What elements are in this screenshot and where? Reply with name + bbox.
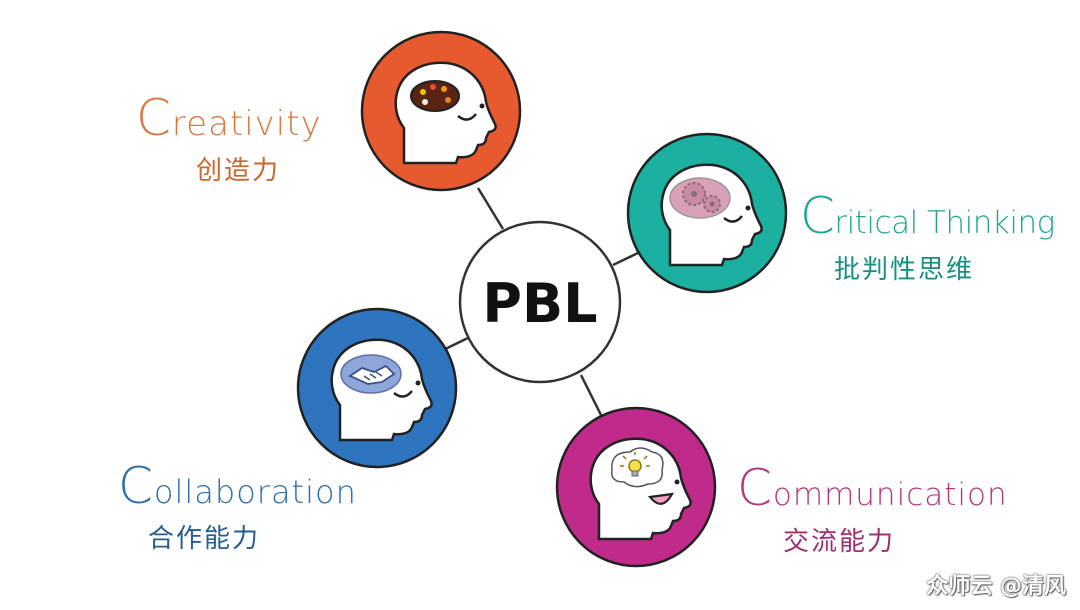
handshake-icon — [340, 354, 402, 394]
lightbulb-icon — [611, 447, 664, 488]
label-zh: 创造力 — [196, 156, 281, 186]
palette-icon — [410, 80, 460, 112]
label-collaboration: Collaboration 合作能力 — [118, 457, 357, 555]
center-label: PBL — [482, 272, 597, 335]
label-zh: 批判性思维 — [834, 255, 975, 285]
gears-icon — [669, 177, 731, 219]
node-collaboration — [296, 307, 458, 469]
eye-icon — [479, 103, 485, 109]
connector-communication — [579, 374, 603, 416]
label-zh: 合作能力 — [148, 524, 261, 554]
label-creativity: Creativity 创造力 — [136, 89, 322, 187]
node-communication — [555, 406, 717, 568]
connector-creativity — [476, 187, 505, 230]
smile-icon — [723, 215, 743, 223]
label-communication: Communication 交流能力 — [737, 459, 1008, 558]
label-en: Communication — [737, 459, 1008, 517]
label-en: Creativity — [136, 89, 322, 147]
smile-icon — [457, 113, 477, 121]
node-creativity — [360, 30, 522, 192]
label-en: Critical Thinking — [800, 187, 1055, 245]
label-en: Collaboration — [118, 457, 357, 515]
eye-icon — [415, 380, 421, 386]
watermark-text: 众师云 @清风 — [926, 574, 1066, 599]
node-critical-thinking — [626, 132, 788, 294]
eye-icon — [674, 479, 680, 485]
label-critical-thinking: Critical Thinking 批判性思维 — [800, 187, 1055, 286]
eye-icon — [745, 205, 751, 211]
center-circle — [458, 220, 622, 384]
label-zh: 交流能力 — [783, 527, 896, 557]
smile-icon — [647, 492, 675, 505]
connector-critical-thinking — [612, 250, 641, 267]
smile-icon — [393, 390, 413, 398]
